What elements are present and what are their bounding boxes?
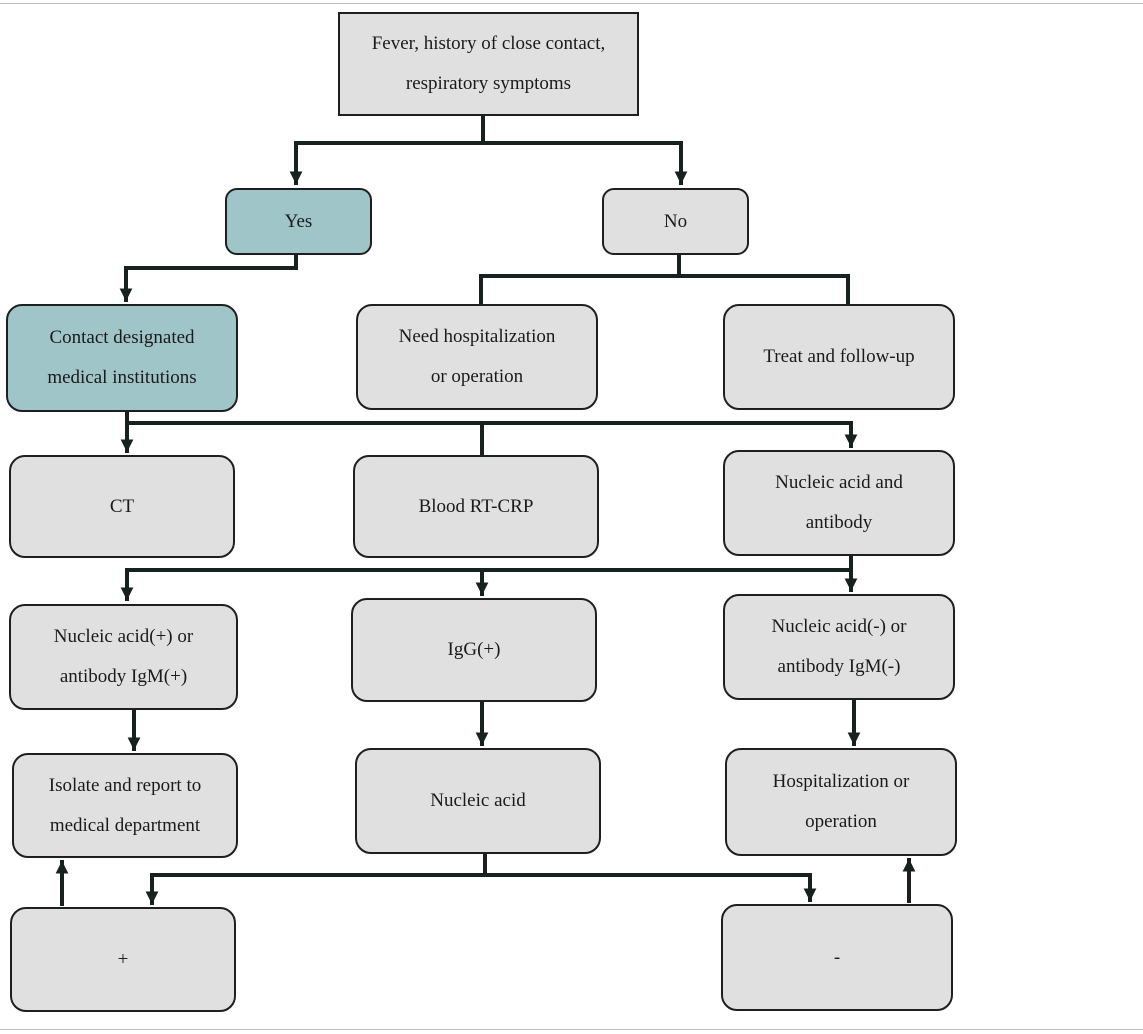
positive-result-box: + bbox=[10, 907, 236, 1012]
arrow-to-minus bbox=[483, 873, 817, 902]
negative-result-box: - bbox=[721, 904, 953, 1011]
arrow-yes-to-contact bbox=[119, 253, 298, 302]
arrow-to-no bbox=[481, 141, 688, 185]
nucleic-acid-box: Nucleic acid bbox=[355, 748, 601, 854]
top-rule bbox=[0, 3, 1143, 4]
igg-positive-box: IgG(+) bbox=[351, 598, 597, 702]
yes-box: Yes bbox=[225, 188, 372, 255]
negative-igm-box: Nucleic acid(-) or antibody IgM(-) bbox=[723, 594, 955, 700]
arrow-to-yes bbox=[289, 141, 485, 185]
ct-box: CT bbox=[9, 455, 235, 558]
no-box: No bbox=[602, 188, 749, 255]
positive-igm-box: Nucleic acid(+) or antibody IgM(+) bbox=[9, 604, 238, 710]
nucleic-antibody-box: Nucleic acid and antibody bbox=[723, 450, 955, 556]
need-hospitalization-box: Need hospitalization or operation bbox=[356, 304, 598, 410]
hospitalization-operation-box: Hospitalization or operation bbox=[725, 748, 957, 856]
treat-follow-up-box: Treat and follow-up bbox=[723, 304, 955, 410]
arrow-to-plus bbox=[145, 873, 487, 905]
contact-institutions-box: Contact designated medical institutions bbox=[6, 304, 238, 412]
bottom-rule bbox=[0, 1029, 1143, 1030]
isolate-report-box: Isolate and report to medical department bbox=[12, 753, 238, 858]
blood-rt-crp-box: Blood RT-CRP bbox=[353, 455, 599, 558]
start-box: Fever, history of close contact, respira… bbox=[338, 12, 639, 116]
